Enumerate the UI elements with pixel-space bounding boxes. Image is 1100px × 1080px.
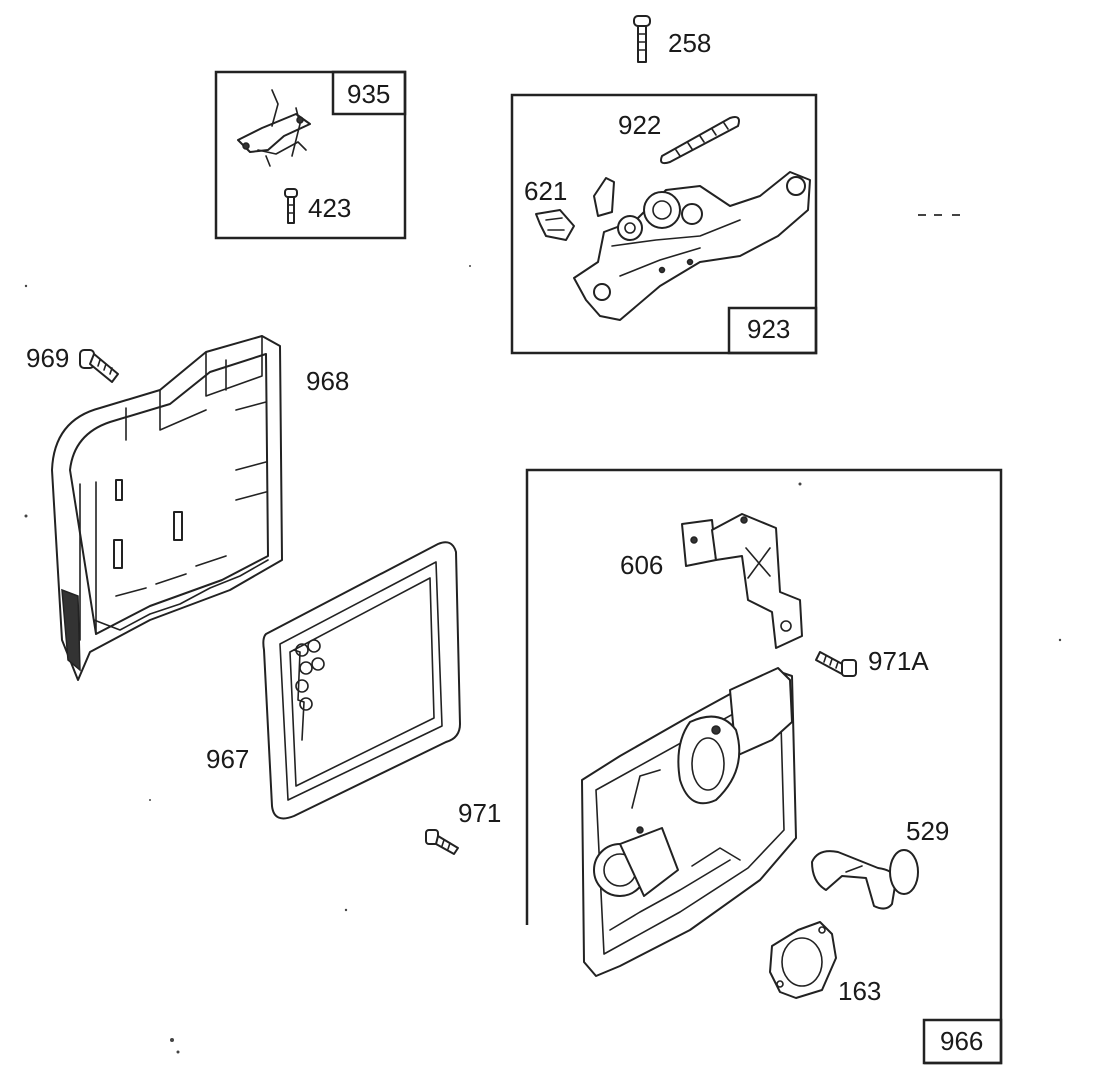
control-bracket-part (573, 171, 811, 321)
clip-621-part (535, 209, 575, 241)
air-cleaner-housing-968-part (51, 335, 283, 681)
gasket-163-part (769, 921, 837, 999)
part-label-621: 621 (524, 176, 567, 206)
kit-label-923: 923 (747, 314, 790, 344)
kit-label-966: 966 (940, 1026, 983, 1056)
spring-922-part (660, 116, 740, 165)
part-label-922: 922 (618, 110, 661, 140)
kit-box-923 (510, 93, 818, 355)
part-label-967: 967 (206, 744, 249, 774)
kit-box-966 (525, 468, 1003, 1065)
screw-258-part (633, 15, 651, 63)
screw-423-part (284, 188, 298, 224)
part-label-968: 968 (306, 366, 349, 396)
air-cleaner-base-part (581, 667, 797, 977)
screw-971-part (425, 829, 459, 855)
screw-971a-part (815, 651, 857, 677)
part-label-971: 971 (458, 798, 501, 828)
governor-link-part (237, 89, 311, 167)
part-label-423: 423 (308, 193, 351, 223)
part-label-163: 163 (838, 976, 881, 1006)
part-label-529: 529 (906, 816, 949, 846)
part-label-258: 258 (668, 28, 711, 58)
part-label-606: 606 (620, 550, 663, 580)
kit-label-935: 935 (347, 79, 390, 109)
bracket-606-part (681, 513, 803, 649)
part-label-971a: 971A (868, 646, 929, 676)
part-label-969: 969 (26, 343, 69, 373)
scan-noise (24, 214, 1062, 1054)
air-filter-967-part (262, 541, 461, 820)
breather-tube-529-part (811, 849, 919, 910)
screw-969-part (79, 349, 119, 383)
kit-box-935 (214, 70, 407, 240)
